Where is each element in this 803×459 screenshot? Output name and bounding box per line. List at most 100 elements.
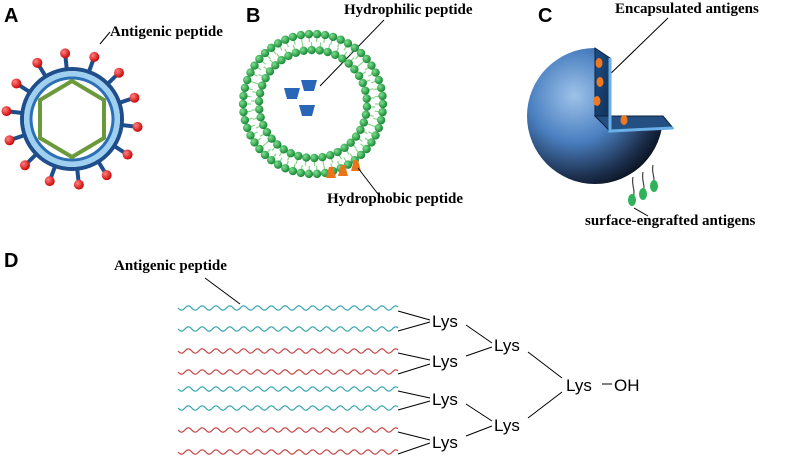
- branch-line-9: [465, 324, 493, 344]
- branch-line-7: [397, 431, 431, 441]
- lipid-head-inner: [361, 86, 370, 95]
- branch-line-11: [465, 403, 493, 422]
- panel-d-letter: D: [4, 250, 18, 272]
- panel-a-leader: [99, 31, 111, 45]
- peptide-chains: [177, 305, 399, 455]
- lipid-head-outer: [320, 30, 330, 40]
- lipid-head-outer: [239, 91, 248, 101]
- lipid-head-outer: [378, 91, 387, 101]
- hydrophilic-peptide-1: [284, 88, 300, 99]
- virus-spike-tip: [132, 121, 143, 132]
- lipid-head-outer: [260, 150, 270, 160]
- lipid-head-inner: [362, 94, 371, 103]
- branch-line-2: [397, 321, 431, 332]
- lipid-head-inner: [255, 105, 264, 114]
- lipid-head-outer: [374, 75, 383, 85]
- lipid-head-outer: [378, 99, 388, 109]
- lipid-head-inner: [323, 47, 332, 57]
- panel-c-label-top: Encapsulated antigens: [615, 1, 759, 17]
- nanoparticle-cut-rim: [608, 58, 674, 133]
- panel-a-letter: A: [4, 5, 18, 27]
- lipid-head-outer: [250, 61, 259, 70]
- branch-line-14: [527, 391, 563, 419]
- lipid-head-outer: [304, 169, 314, 179]
- peptide-chain: [177, 305, 399, 311]
- branch-line-8: [397, 442, 431, 455]
- lipid-head-outer: [312, 29, 322, 39]
- lipid-head-outer: [288, 32, 298, 42]
- lipid-head-outer: [312, 169, 322, 179]
- virus-spike-tip: [89, 51, 100, 62]
- encapsulated-antigen-2: [596, 77, 604, 87]
- branch-line-3: [397, 352, 431, 361]
- virus-spike-tip: [101, 170, 112, 181]
- branch-line-6: [397, 400, 431, 411]
- lys-label-2: Lys: [432, 352, 458, 371]
- virus-spike-tip: [11, 78, 22, 89]
- hydrophobic-peptides: [326, 160, 361, 178]
- lipid-head-inner: [318, 152, 327, 162]
- surface-antigen-1: [628, 194, 636, 206]
- panel-b-label-bottom: Hydrophobic peptide: [327, 191, 463, 207]
- lipid-head-outer: [240, 83, 250, 93]
- hydrophobic-peptide-1: [326, 167, 336, 178]
- lipid-head-outer: [336, 35, 345, 44]
- lipid-head-inner: [258, 81, 267, 90]
- lipid-head-outer: [371, 68, 380, 77]
- lipid-head-outer: [266, 43, 276, 53]
- branch-line-10: [465, 346, 493, 357]
- lipid-head-outer: [243, 75, 252, 85]
- lipid-head-inner: [261, 73, 270, 83]
- lipid-head-inner: [344, 59, 353, 68]
- panel-a: A Antigenic peptide: [1, 5, 223, 190]
- peptide-chain: [177, 326, 399, 332]
- lipid-head-inner: [325, 150, 335, 160]
- virus-inner-ring: [29, 76, 115, 162]
- lipid-head-outer: [273, 160, 283, 169]
- lipid-head-inner: [302, 153, 311, 162]
- peptide-chain: [177, 369, 399, 375]
- lys-label-4: Lys: [432, 433, 458, 452]
- panel-b-leader-top: [319, 19, 385, 87]
- peptide-chain: [177, 427, 399, 433]
- lipid-head-outer: [350, 43, 360, 53]
- lipid-head-outer: [238, 99, 248, 109]
- lipid-head-inner: [350, 65, 359, 74]
- lipid-heads: [238, 29, 388, 179]
- lipid-head-inner: [362, 102, 372, 111]
- lipid-head-outer: [362, 144, 371, 154]
- lipid-head-outer: [304, 29, 314, 39]
- panel-c: C Encapsulated antigens surface-engrafte…: [527, 1, 759, 229]
- surface-antigen-3: [650, 180, 658, 192]
- oh-label: OH: [614, 376, 640, 395]
- peptide-chain: [177, 449, 399, 455]
- panel-b-letter: B: [246, 5, 260, 27]
- lys-label-3: Lys: [432, 390, 458, 409]
- panel-d: D Antigenic peptide Lys Lys Lys Lys Lys …: [4, 250, 640, 455]
- panel-b: B Hydrophilic peptide Hydrophobic peptid…: [238, 2, 473, 207]
- lipid-head-inner: [356, 125, 365, 135]
- panel-c-leader-bottom: [633, 207, 649, 217]
- lipid-head-outer: [371, 131, 380, 140]
- encapsulated-antigen-4: [620, 115, 628, 125]
- lipid-head-inner: [255, 89, 265, 98]
- lipid-head-outer: [260, 48, 270, 58]
- panel-c-label-bottom: surface-engrafted antigens: [585, 213, 756, 229]
- lys-tree-lines: [397, 310, 612, 455]
- virus-spike-tip: [19, 160, 30, 171]
- lipid-head-outer: [250, 138, 259, 147]
- lipid-head-inner: [291, 48, 301, 58]
- lipid-head-outer: [343, 160, 353, 169]
- lipid-head-inner: [315, 46, 324, 55]
- lipid-head-outer: [367, 138, 376, 147]
- panel-a-label: Antigenic peptide: [110, 24, 223, 40]
- lipid-head-inner: [256, 113, 265, 122]
- panel-b-leader-bottom: [357, 167, 379, 195]
- lipid-head-outer: [255, 144, 264, 154]
- lipid-head-outer: [343, 39, 353, 48]
- lipid-head-outer: [328, 32, 338, 42]
- lys-label-6: Lys: [494, 416, 520, 435]
- lipid-head-inner: [351, 132, 361, 141]
- lys-label-5: Lys: [494, 336, 520, 355]
